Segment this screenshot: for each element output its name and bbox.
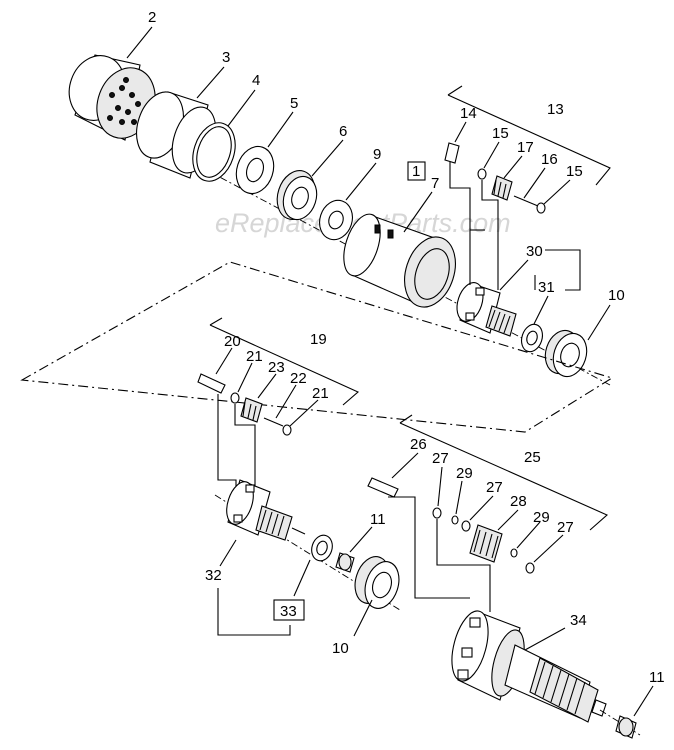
callout-30[interactable]: 30: [526, 243, 543, 260]
callout-22[interactable]: 22: [290, 370, 307, 387]
callout-15-b[interactable]: 15: [566, 163, 583, 180]
callout-21-b[interactable]: 21: [312, 385, 329, 402]
bracket-32-33: [217, 588, 291, 636]
dash-dot-boundary: [20, 261, 614, 433]
part-21-washer-a[interactable]: [230, 392, 240, 404]
part-29-washer-b[interactable]: [510, 548, 518, 558]
assembly-line-17: [481, 180, 499, 290]
part-11-spacer-mid[interactable]: [335, 552, 355, 573]
part-20-pin[interactable]: [197, 373, 226, 394]
bracket-25: [399, 422, 609, 531]
part-28-gear[interactable]: [469, 524, 503, 563]
part-31-washer[interactable]: [518, 322, 546, 355]
callout-4[interactable]: 4: [252, 72, 260, 89]
part-3-sleeve[interactable]: [129, 86, 224, 179]
part-9-washer[interactable]: [315, 196, 358, 244]
part-30-carrier[interactable]: [452, 279, 517, 337]
callout-34[interactable]: 34: [570, 612, 587, 629]
callout-33[interactable]: 33: [280, 603, 297, 620]
bracket-19-end: [209, 317, 223, 326]
part-23-gear[interactable]: [240, 397, 263, 423]
callout-33-box: [273, 599, 305, 621]
callout-9[interactable]: 9: [373, 146, 381, 163]
part-10-bearing-bottom[interactable]: [349, 552, 404, 613]
part-15-washer-a[interactable]: [477, 168, 487, 180]
callout-11-bottom[interactable]: 11: [649, 669, 665, 686]
callout-3[interactable]: 3: [222, 49, 230, 66]
assembly-line-14: [449, 162, 471, 285]
callout-1[interactable]: 1: [412, 163, 420, 180]
part-27-washer-c[interactable]: [525, 562, 535, 574]
callout-17[interactable]: 17: [517, 139, 534, 156]
part-11-spacer-bottom[interactable]: [615, 715, 637, 739]
callout-7[interactable]: 7: [431, 175, 439, 192]
part-29-washer-a[interactable]: [451, 515, 459, 525]
part-22-needle[interactable]: [263, 417, 284, 427]
part-26-pin[interactable]: [367, 477, 399, 498]
callout-28[interactable]: 28: [510, 493, 527, 510]
part-16-needle[interactable]: [513, 195, 539, 207]
part-4-ring[interactable]: [186, 117, 243, 186]
callout-32[interactable]: 32: [205, 567, 222, 584]
callout-16[interactable]: 16: [541, 151, 558, 168]
callout-10-top[interactable]: 10: [608, 287, 625, 304]
bracket-19: [209, 324, 360, 406]
callout-15-a[interactable]: 15: [492, 125, 509, 142]
callout-1-box: [407, 161, 426, 181]
part-27-washer-b[interactable]: [461, 520, 471, 532]
part-17-gear[interactable]: [491, 175, 513, 201]
callout-27-c[interactable]: 27: [557, 519, 574, 536]
part-33-washer[interactable]: [308, 533, 335, 564]
assembly-line-26: [388, 496, 470, 599]
callout-10-bottom[interactable]: 10: [332, 640, 349, 657]
part-7-ring-gear[interactable]: [337, 210, 464, 314]
callout-25[interactable]: 25: [524, 449, 541, 466]
part-5-washer[interactable]: [230, 142, 279, 199]
bracket-13-end: [447, 85, 463, 96]
bracket-30: [545, 249, 581, 291]
callout-5[interactable]: 5: [290, 95, 298, 112]
callout-11-mid[interactable]: 11: [370, 511, 386, 528]
callout-6[interactable]: 6: [339, 123, 347, 140]
callout-14[interactable]: 14: [460, 105, 477, 122]
part-27-washer-a[interactable]: [432, 507, 442, 519]
callout-27-b[interactable]: 27: [486, 479, 503, 496]
part-10-bearing-top[interactable]: [540, 326, 592, 381]
assembly-line-28: [436, 519, 491, 612]
assembly-line-23: [234, 404, 256, 492]
part-15-washer-b[interactable]: [536, 202, 546, 214]
callout-13[interactable]: 13: [547, 101, 564, 118]
part-21-washer-b[interactable]: [282, 424, 292, 436]
leader-lines: [126, 26, 654, 717]
part-6-bearing[interactable]: [271, 166, 322, 225]
part-32-carrier[interactable]: [222, 478, 306, 541]
callout-27-a[interactable]: 27: [432, 450, 449, 467]
callout-26[interactable]: 26: [410, 436, 427, 453]
callout-23[interactable]: 23: [268, 359, 285, 376]
part-34-output-carrier[interactable]: [445, 607, 607, 723]
callout-19[interactable]: 19: [310, 331, 327, 348]
callout-29-a[interactable]: 29: [456, 465, 473, 482]
callout-20[interactable]: 20: [224, 333, 241, 350]
callout-labels: 2 3 4 5 6 9 1 7 14 13 15 17 16 15 30 31 …: [148, 9, 665, 686]
callout-29-b[interactable]: 29: [533, 509, 550, 526]
bracket-25-end: [399, 414, 413, 424]
bracket-13: [447, 94, 611, 186]
part-14-pin[interactable]: [444, 142, 460, 164]
callout-31[interactable]: 31: [538, 279, 555, 296]
callout-21-a[interactable]: 21: [246, 348, 263, 365]
callout-2[interactable]: 2: [148, 9, 156, 26]
assembly-line-20: [217, 394, 237, 492]
